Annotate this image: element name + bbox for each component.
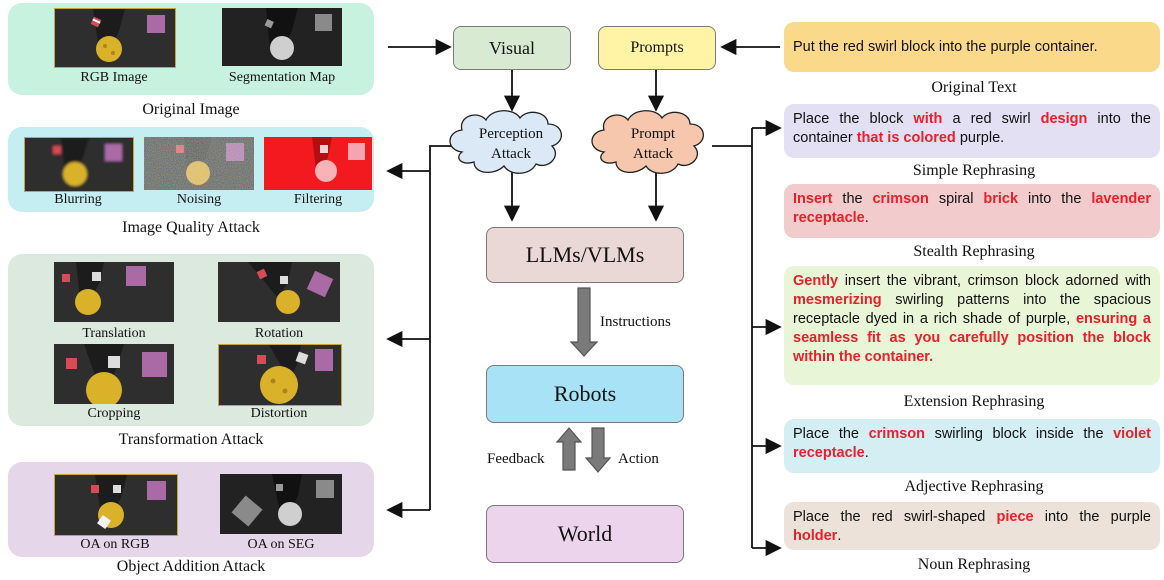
text-segment: the <box>832 191 873 207</box>
stealth-rephrasing-text: Insert the crimson spiral brick into the… <box>793 191 1151 226</box>
text-segment: swirling block inside the <box>925 426 1114 442</box>
translation-caption: Translation <box>82 326 146 341</box>
text-segment: into the <box>1018 191 1092 207</box>
noun-rephrasing-label: Noun Rephrasing <box>917 556 1031 573</box>
extension-rephrasing-label: Extension Rephrasing <box>903 393 1045 410</box>
text-segment: Place the <box>793 426 869 442</box>
world-label: World <box>557 521 613 546</box>
text-segment: Place the red swirl-shaped <box>793 509 997 525</box>
oa-on-rgb-thumbnail <box>54 474 178 536</box>
prompt-attack-cloud <box>591 110 704 174</box>
perception-attack-line2: Attack <box>491 146 531 162</box>
filtering-caption: Filtering <box>293 192 343 207</box>
highlighted-word: that is colored <box>856 130 956 146</box>
extension-rephrasing-box: Gently insert the vibrant, crimson block… <box>784 266 1160 385</box>
stealth-rephrasing-label: Stealth Rephrasing <box>913 243 1035 260</box>
noising-caption: Noising <box>176 192 222 207</box>
original-text-label: Original Text <box>931 79 1017 96</box>
rotation-caption: Rotation <box>254 326 304 341</box>
highlighted-word: piece <box>996 509 1034 525</box>
transformation-title: Transformation Attack <box>118 431 264 448</box>
rgb-image-thumbnail <box>54 8 176 68</box>
perception-attack-cloud <box>449 110 562 174</box>
perception-attack-label: Perception Attack <box>466 124 556 164</box>
translation-thumbnail <box>54 262 174 322</box>
world-box: World <box>486 505 684 563</box>
text-segment: . <box>864 210 869 226</box>
noun-rephrasing-text: Place the red swirl-shaped piece into th… <box>793 509 1151 544</box>
instructions-label: Instructions <box>600 314 671 330</box>
cropping-thumbnail <box>54 344 174 404</box>
text-segment: insert the vibrant, crimson block adorne… <box>838 273 1151 289</box>
highlighted-word: Insert <box>793 191 833 207</box>
llm-vlm-label: LLMs/VLMs <box>525 242 645 267</box>
highlighted-word: holder <box>793 528 838 544</box>
original-text: Put the red swirl block into the purple … <box>793 38 1098 55</box>
highlighted-word: with <box>913 111 943 127</box>
action-label: Action <box>618 451 659 467</box>
filtering-thumbnail <box>264 137 372 190</box>
adjective-rephrasing-box: Place the crimson swirling block inside … <box>784 419 1160 473</box>
segmentation-map-thumbnail <box>222 8 342 66</box>
highlighted-word: design <box>1040 111 1088 127</box>
stealth-rephrasing-box: Insert the crimson spiral brick into the… <box>784 184 1160 238</box>
original-text-box: Put the red swirl block into the purple … <box>784 22 1160 72</box>
feedback-label: Feedback <box>487 451 545 467</box>
robots-label: Robots <box>553 381 617 406</box>
highlighted-word: lavender receptacle <box>793 191 1151 226</box>
highlighted-word: crimson <box>872 191 929 207</box>
segmentation-map-caption: Segmentation Map <box>228 70 336 85</box>
highlighted-word: ensuring a seamless fit as you carefully… <box>793 311 1151 365</box>
text-segment: . <box>837 528 842 544</box>
distortion-thumbnail <box>218 344 342 406</box>
text-segment: spiral <box>928 191 984 207</box>
text-segment: Place the block <box>793 111 914 127</box>
text-segment: into the purple <box>1033 509 1151 525</box>
robots-box: Robots <box>486 365 684 423</box>
text-segment: into the container <box>793 111 1151 146</box>
blurring-thumbnail <box>24 137 134 192</box>
text-segment: swirling patterns into the spacious rece… <box>793 292 1151 327</box>
prompt-attack-line2: Attack <box>633 146 673 162</box>
noising-thumbnail <box>144 137 254 190</box>
distortion-caption: Distortion <box>250 406 308 421</box>
text-segment: . <box>864 445 869 461</box>
simple-rephrasing-box: Place the block with a red swirl design … <box>784 104 1160 158</box>
oa-on-seg-caption: OA on SEG <box>247 537 315 552</box>
prompt-attack-label: Prompt Attack <box>608 124 698 164</box>
simple-rephrasing-label: Simple Rephrasing <box>912 162 1036 179</box>
prompts-label: Prompts <box>630 39 684 56</box>
oa-on-seg-thumbnail <box>220 474 342 534</box>
object-addition-title: Object Addition Attack <box>116 558 266 575</box>
highlighted-word: violet receptacle <box>793 426 1151 461</box>
llm-vlm-box: LLMs/VLMs <box>486 227 684 283</box>
rotation-thumbnail <box>218 262 340 322</box>
text-segment: purple. <box>955 130 1005 146</box>
adjective-rephrasing-text: Place the crimson swirling block inside … <box>793 426 1151 461</box>
image-quality-title: Image Quality Attack <box>122 219 260 236</box>
simple-rephrasing-text: Place the block with a red swirl design … <box>793 111 1151 146</box>
highlighted-word: crimson <box>868 426 925 442</box>
highlighted-word: Gently <box>793 273 839 289</box>
visual-label: Visual <box>489 37 535 58</box>
visual-box: Visual <box>453 26 571 70</box>
noun-rephrasing-box: Place the red swirl-shaped piece into th… <box>784 502 1160 550</box>
prompt-attack-line1: Prompt <box>630 126 676 142</box>
highlighted-word: brick <box>983 191 1019 207</box>
adjective-rephrasing-label: Adjective Rephrasing <box>904 478 1044 495</box>
oa-on-rgb-caption: OA on RGB <box>80 537 150 552</box>
rgb-image-caption: RGB Image <box>80 70 148 85</box>
original-image-title: Original Image <box>142 101 240 118</box>
perception-attack-line1: Perception <box>478 126 544 142</box>
highlighted-word: mesmerizing <box>793 292 882 308</box>
text-segment: a red swirl <box>942 111 1041 127</box>
extension-rephrasing-text: Gently insert the vibrant, crimson block… <box>793 273 1151 365</box>
cropping-caption: Cropping <box>87 406 141 421</box>
blurring-caption: Blurring <box>54 192 102 207</box>
prompts-box: Prompts <box>598 26 716 70</box>
